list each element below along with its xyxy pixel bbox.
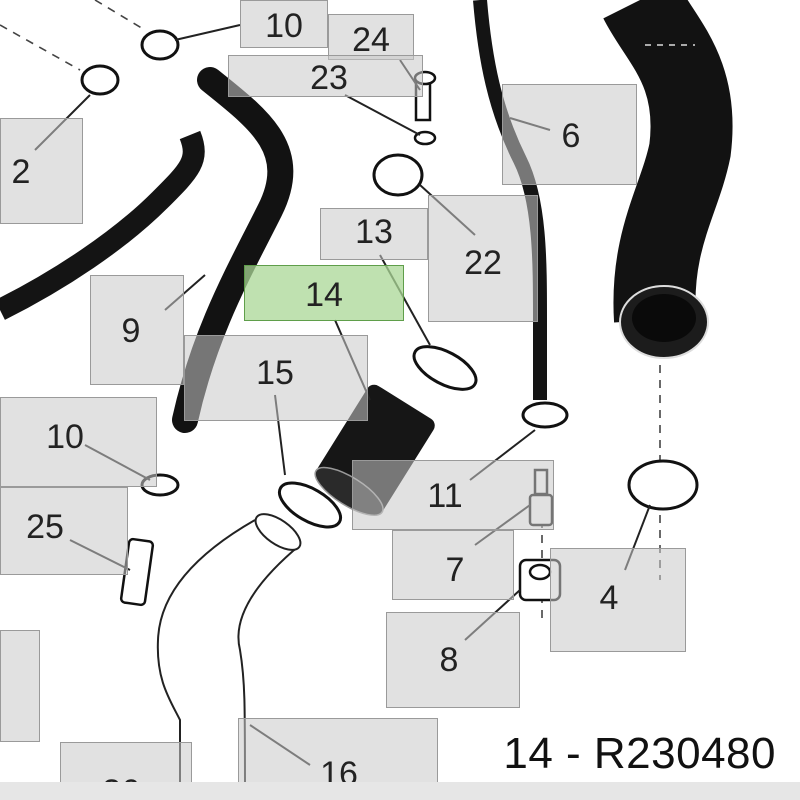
callout-6: 6 (502, 84, 637, 185)
callout-8: 8 (386, 612, 520, 708)
part-number-caption: 14 - R230480 (503, 729, 776, 778)
callout-10-left: 10 (0, 397, 157, 487)
callout-label: 4 (599, 579, 619, 617)
callout-23: 23 (228, 55, 423, 97)
callout-label: 10 (265, 7, 303, 45)
callout-13: 13 (320, 208, 428, 260)
callout-label: 25 (26, 508, 64, 546)
callout-25: 25 (0, 487, 128, 575)
callout-label: 24 (352, 21, 390, 59)
hose-left (0, 130, 205, 320)
clamps (80, 29, 699, 529)
callout-24: 24 (328, 14, 414, 60)
footer-strip (0, 782, 800, 800)
callout-11: 11 (352, 460, 554, 530)
callout-15: 15 (184, 335, 368, 421)
large-hose-6 (603, 0, 733, 359)
callout-label: 14 (305, 276, 343, 314)
callout-label: 2 (11, 153, 31, 191)
callout-label: 10 (46, 418, 84, 456)
callout-22: 22 (428, 195, 538, 322)
callout-label: 7 (445, 551, 465, 589)
callout-14-highlighted: 14 (244, 265, 404, 321)
callout-label: 11 (427, 477, 463, 515)
callout-4: 4 (550, 548, 686, 652)
callout-7: 7 (392, 530, 514, 600)
callout-label: 9 (121, 312, 141, 350)
callout-2: 2 (0, 118, 83, 224)
callout-label: 22 (464, 244, 502, 282)
callout-9: 9 (90, 275, 184, 385)
callout-label: 23 (310, 59, 348, 97)
callout-blank (0, 630, 40, 742)
callout-label: 15 (256, 354, 294, 392)
callout-label: 13 (355, 213, 393, 251)
callout-label: 6 (561, 117, 581, 155)
callout-10-top: 10 (240, 0, 328, 48)
callout-label: 8 (439, 641, 459, 679)
